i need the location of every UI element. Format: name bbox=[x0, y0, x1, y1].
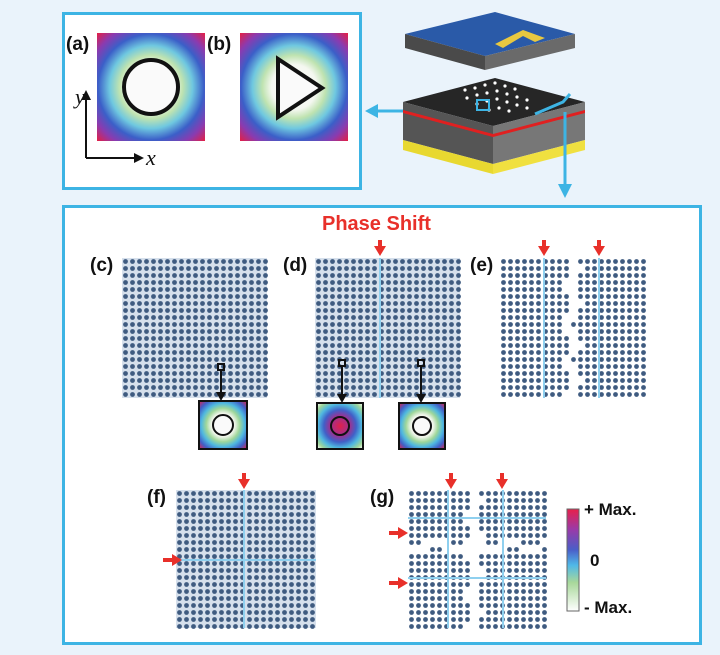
mode-inset-d-right bbox=[398, 402, 446, 450]
colorbar-zero-label: 0 bbox=[590, 551, 600, 570]
lattice-c bbox=[122, 258, 268, 398]
phase-shift-markers bbox=[163, 240, 605, 589]
axis-label-y: y bbox=[75, 84, 85, 109]
field-map-a bbox=[97, 33, 205, 141]
lattice-g bbox=[408, 490, 547, 629]
panel-label-a: (a) bbox=[66, 34, 90, 55]
phase-shift-title: Phase Shift bbox=[322, 213, 431, 235]
device-to-phase-arrow bbox=[558, 112, 572, 198]
panel-label-f: (f) bbox=[147, 487, 166, 508]
panel-label-b: (b) bbox=[207, 34, 232, 55]
mode-inset-d-left bbox=[316, 402, 364, 450]
circular-hole-icon bbox=[122, 58, 180, 116]
field-map-b bbox=[240, 33, 348, 141]
panel-label-c: (c) bbox=[90, 255, 114, 276]
lattice-f bbox=[176, 490, 316, 629]
axis-label-x: x bbox=[146, 145, 156, 170]
triangular-hole-icon bbox=[276, 55, 326, 121]
laser-device-illustration bbox=[403, 12, 585, 174]
panel-label-g: (g) bbox=[370, 487, 395, 508]
xy-axes-icon bbox=[81, 90, 144, 163]
mode-inset-c bbox=[198, 400, 248, 450]
colorbar bbox=[566, 508, 580, 612]
panel-label-e: (e) bbox=[470, 255, 494, 276]
panel-label-d: (d) bbox=[283, 255, 308, 276]
colorbar-max-label: + Max. bbox=[584, 500, 637, 519]
lattice-e bbox=[500, 258, 646, 398]
colorbar-min-label: - Max. bbox=[584, 598, 633, 617]
